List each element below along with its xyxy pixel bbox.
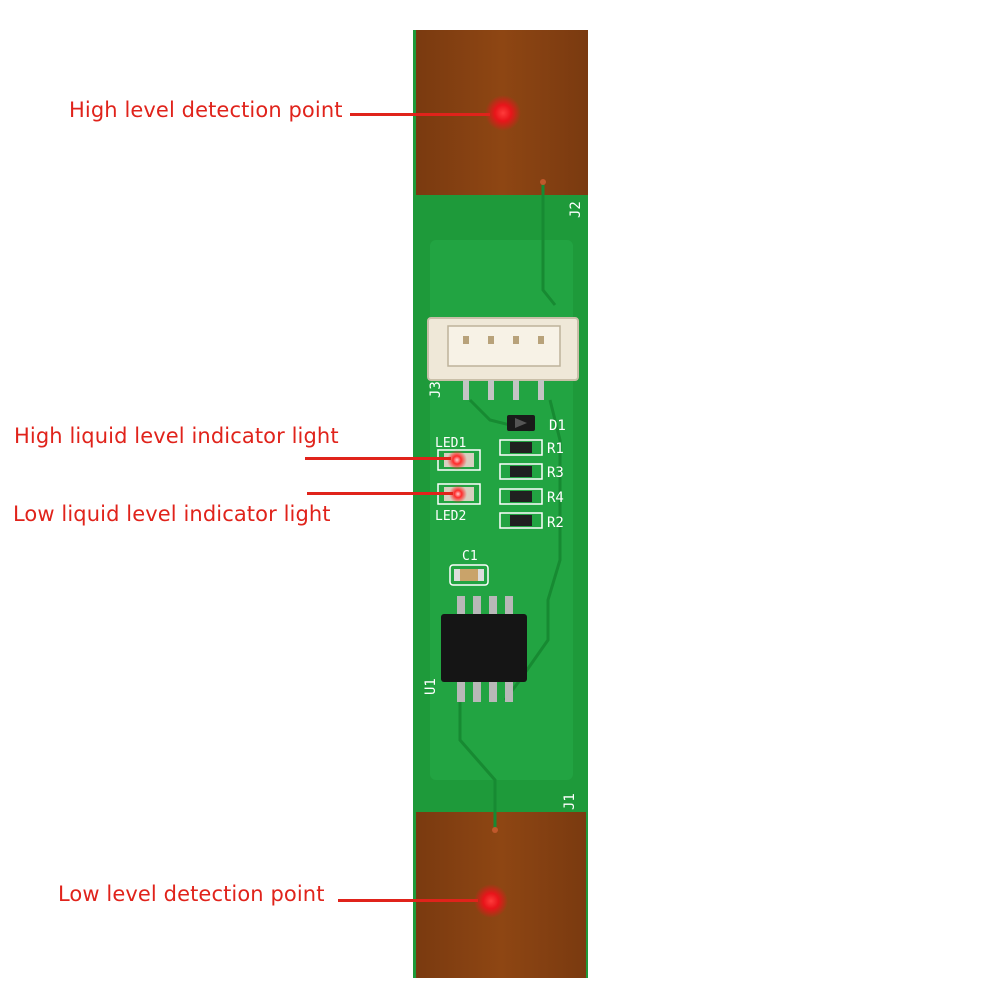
high-detection-label: High level detection point	[69, 98, 343, 122]
led1-glow	[447, 450, 467, 470]
low-indicator-pointer	[307, 492, 453, 495]
label-j2: J2	[568, 201, 584, 218]
j3-leg-3	[513, 380, 519, 400]
trace-bottom	[458, 700, 497, 830]
r3-frame	[499, 463, 543, 480]
u1-pins-top	[457, 596, 513, 616]
r2-frame	[499, 512, 543, 529]
low-indicator-label: Low liquid level indicator light	[13, 502, 331, 526]
r1-marking: 472	[516, 445, 527, 452]
label-r3: R3	[547, 465, 564, 481]
high-indicator-label: High liquid level indicator light	[14, 424, 339, 448]
label-r1: R1	[547, 441, 564, 457]
r2-body	[510, 515, 532, 526]
u1-pins-bottom	[457, 680, 513, 702]
label-r2: R2	[547, 515, 564, 531]
label-led1: LED1	[435, 436, 466, 451]
r3-body	[510, 466, 532, 477]
c1-frame	[449, 564, 489, 586]
j3-pin-1	[463, 336, 469, 344]
led2-glow	[449, 485, 467, 503]
r1-body	[510, 442, 532, 453]
via-top	[540, 179, 546, 185]
d1-marker	[515, 418, 527, 428]
high-detection-pointer	[350, 113, 490, 116]
trace-top	[541, 182, 557, 306]
c1-end-right	[478, 569, 484, 581]
label-led2: LED2	[435, 509, 466, 524]
low-detection-marker	[474, 884, 508, 918]
via-bottom	[492, 827, 498, 833]
j3-connector-slot	[447, 325, 561, 367]
c1-body	[454, 569, 484, 581]
label-u1: U1	[423, 678, 439, 695]
label-j1: J1	[562, 793, 578, 810]
high-indicator-pointer	[305, 457, 451, 460]
c1-end-left	[454, 569, 460, 581]
j3-leg-4	[538, 380, 544, 400]
label-j3: J3	[428, 381, 444, 398]
low-detection-label: Low level detection point	[58, 882, 325, 906]
j3-leg-1	[463, 380, 469, 400]
r2-marking: 472	[516, 518, 527, 525]
r4-marking: 103	[516, 494, 527, 501]
led1-frame	[437, 449, 481, 471]
j3-pin-3	[513, 336, 519, 344]
label-r4: R4	[547, 490, 564, 506]
j3-leg-2	[488, 380, 494, 400]
low-detection-pointer	[338, 899, 478, 902]
r3-marking: EO1	[516, 469, 527, 476]
j3-pin-2	[488, 336, 494, 344]
label-d1: D1	[549, 418, 566, 434]
r1-frame	[499, 439, 543, 456]
label-c1: C1	[462, 549, 478, 564]
r4-body	[510, 491, 532, 502]
j3-pin-4	[538, 336, 544, 344]
r4-frame	[499, 488, 543, 505]
high-detection-marker	[485, 95, 521, 131]
u1-ic-body	[441, 614, 527, 682]
